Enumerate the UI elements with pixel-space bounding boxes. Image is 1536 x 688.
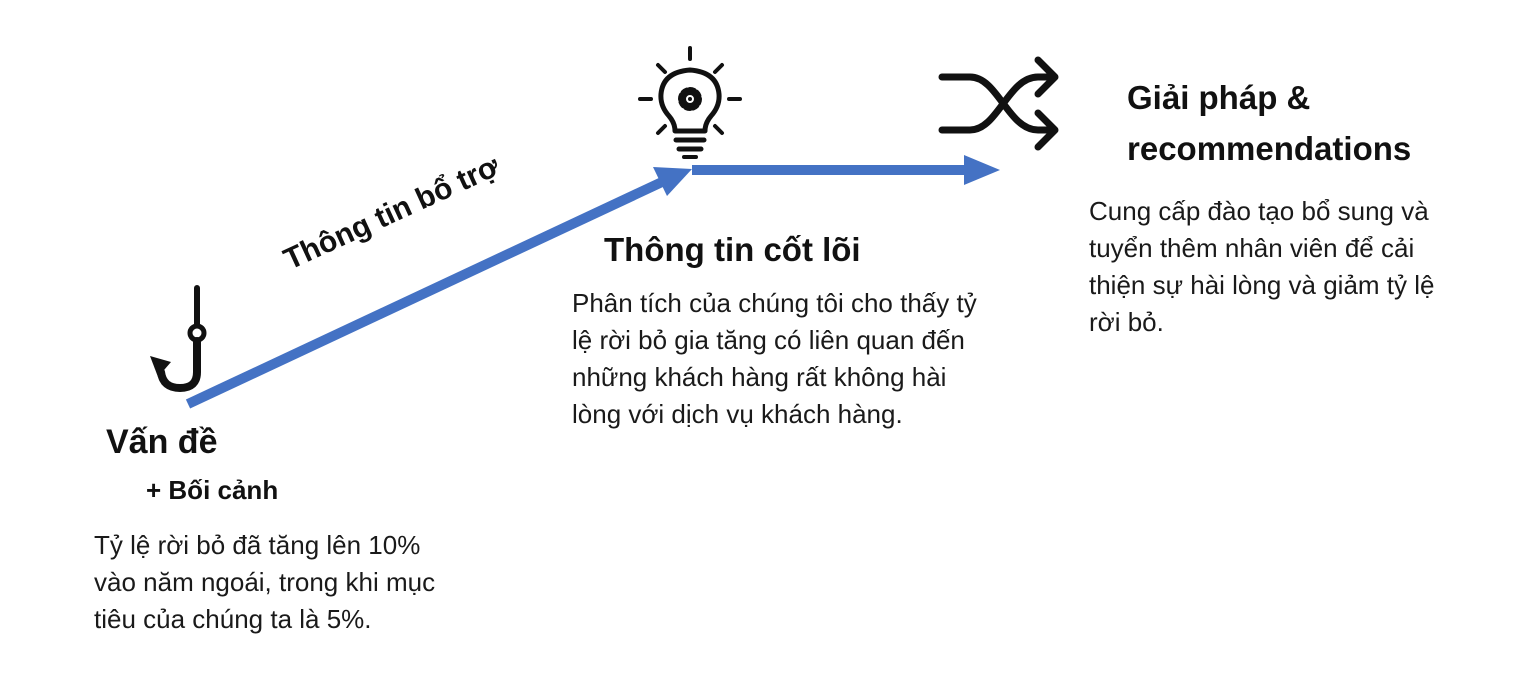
core-description-line: những khách hàng rất không hài — [572, 362, 947, 392]
horizontal-arrow — [692, 155, 1000, 185]
problem-description-line: vào năm ngoái, trong khi mục — [94, 567, 436, 597]
problem-description-line: tiêu của chúng ta là 5%. — [94, 604, 372, 634]
solution-title-line: recommendations — [1127, 130, 1412, 167]
solution-description-line: Cung cấp đào tạo bổ sung và — [1089, 196, 1429, 226]
problem-title: Vấn đề — [106, 423, 218, 461]
diagonal-arrow — [185, 167, 692, 409]
core-description-line: Phân tích của chúng tôi cho thấy tỷ — [572, 288, 977, 318]
problem-description: Tỷ lệ rời bỏ đã tăng lên 10% vào năm ngo… — [94, 527, 514, 638]
solution-title: Giải pháp & recommendations — [1127, 72, 1411, 174]
solution-description-line: rời bỏ. — [1089, 307, 1164, 337]
solution-title-line: Giải pháp & — [1127, 79, 1311, 116]
solution-description-line: thiện sự hài lòng và giảm tỷ lệ — [1089, 270, 1435, 300]
core-description-line: lòng với dịch vụ khách hàng. — [572, 399, 903, 429]
shuffle-arrows-icon — [938, 56, 1059, 151]
problem-subtitle: + Bối cảnh — [146, 475, 279, 505]
solution-description-line: tuyển thêm nhân viên để cải — [1089, 233, 1415, 263]
problem-description-line: Tỷ lệ rời bỏ đã tăng lên 10% — [94, 530, 421, 560]
fish-hook-icon — [150, 285, 207, 392]
core-insight-title: Thông tin cốt lõi — [604, 231, 861, 268]
lightbulb-gear-icon — [638, 46, 742, 159]
core-description-line: lệ rời bỏ gia tăng có liên quan đến — [572, 325, 965, 355]
solution-description: Cung cấp đào tạo bổ sung và tuyển thêm n… — [1089, 193, 1509, 341]
core-insight-description: Phân tích của chúng tôi cho thấy tỷ lệ r… — [572, 285, 1052, 433]
